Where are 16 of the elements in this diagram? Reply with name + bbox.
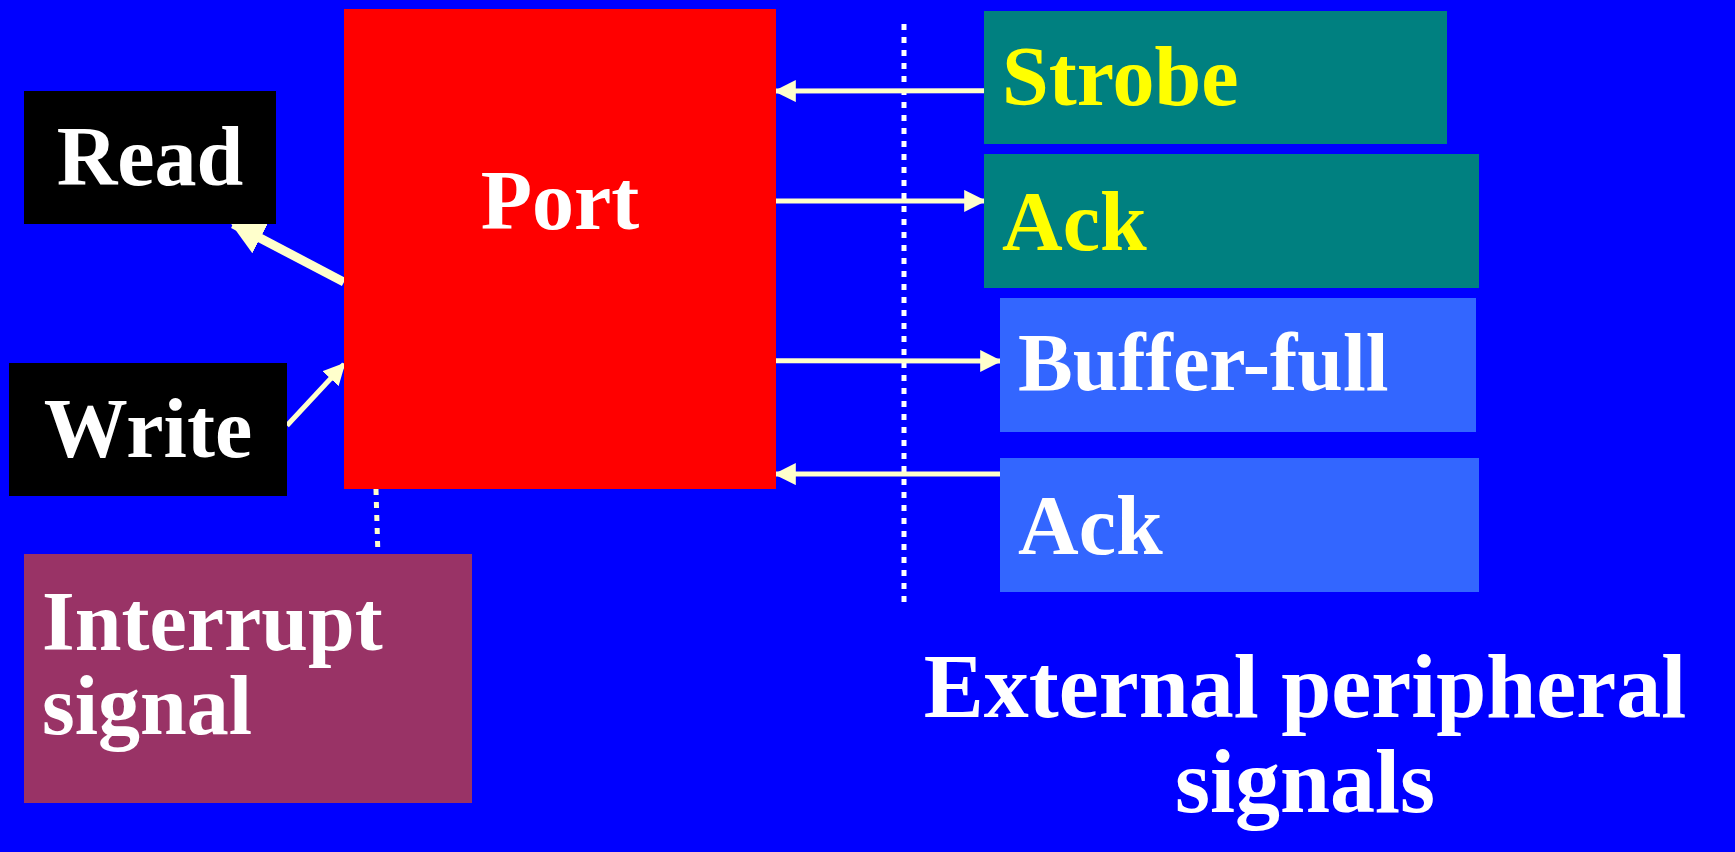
signal-box: [1000, 458, 1479, 592]
signal-box: [24, 91, 276, 224]
signal-box: [984, 154, 1479, 288]
box-label: Ack: [1018, 484, 1163, 568]
box-label: Read: [55, 115, 245, 199]
signal-box: [984, 11, 1447, 144]
caption-text: External peripheral signals: [922, 640, 1688, 829]
interrupt-box: [24, 554, 472, 803]
box-label: Buffer-full: [1018, 322, 1389, 404]
box-label: Ack: [1002, 180, 1147, 264]
signal-box: [9, 363, 287, 496]
box-label: Port: [479, 159, 641, 243]
signal-box: [1000, 298, 1476, 432]
box-label: Write: [42, 387, 254, 471]
box-label: Strobe: [1002, 35, 1239, 119]
port-box: [344, 9, 776, 489]
